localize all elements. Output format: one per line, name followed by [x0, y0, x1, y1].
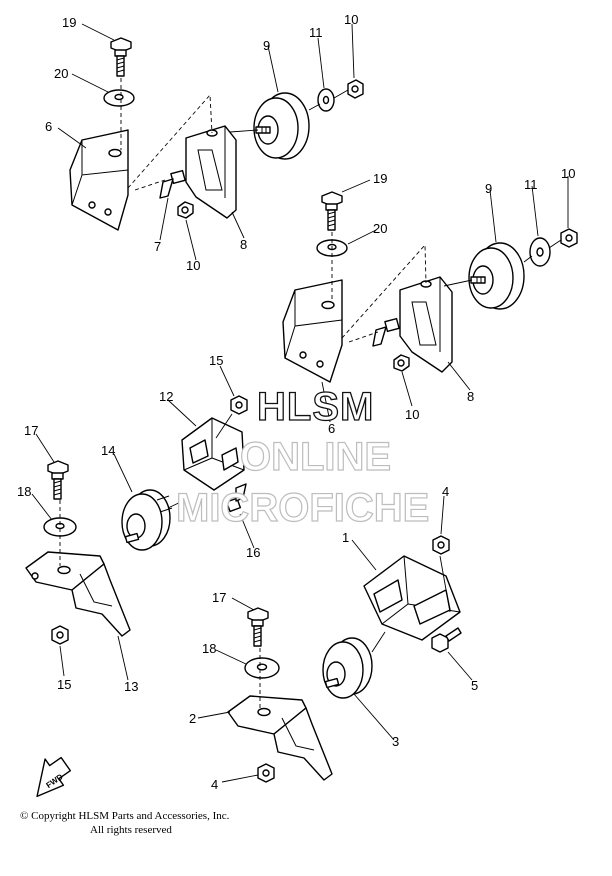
bolt-7-b	[372, 317, 400, 347]
washer-11-b	[529, 237, 551, 267]
callout-12: 12	[159, 389, 173, 404]
callout-11: 11	[524, 177, 538, 192]
nut-10-a	[177, 201, 194, 219]
callout-7: 7	[154, 239, 161, 254]
callout-15: 15	[209, 353, 223, 368]
callout-4: 4	[442, 484, 449, 499]
bolt-16-c	[225, 483, 247, 513]
copyright: © Copyright HLSM Parts and Accessories, …	[20, 810, 230, 836]
callout-10: 10	[186, 258, 200, 273]
bracket-8-a	[185, 125, 237, 219]
watermark-line-2: ONLINE	[240, 435, 391, 479]
callout-10: 10	[344, 12, 358, 27]
callout-13: 13	[124, 679, 138, 694]
callout-9: 9	[485, 181, 492, 196]
callout-17: 17	[212, 590, 226, 605]
callout-10: 10	[561, 166, 575, 181]
callout-2: 2	[189, 711, 196, 726]
washer-18-c	[43, 517, 77, 537]
washer-18-d	[244, 657, 280, 679]
copyright-line-1: © Copyright HLSM Parts and Accessories, …	[20, 810, 230, 822]
callout-20: 20	[54, 66, 68, 81]
bracket-13-c	[25, 551, 131, 637]
assembly-line-a2	[127, 93, 213, 189]
callout-19: 19	[62, 15, 76, 30]
callout-labels: 19 20 6 9 11 10 7 10 8 19 20 9 11 10 8 1…	[17, 12, 575, 792]
callout-6: 6	[328, 421, 335, 436]
nut-15-c2	[51, 625, 69, 645]
assembly-line-a3	[134, 179, 166, 191]
callout-3: 3	[392, 734, 399, 749]
callout-14: 14	[101, 443, 115, 458]
bracket-12-c	[181, 417, 245, 491]
nut-10-b2	[560, 228, 578, 248]
nut-4-d2	[257, 763, 275, 783]
nut-15-c	[230, 395, 248, 415]
callout-19: 19	[373, 171, 387, 186]
bolt-17-c	[47, 460, 69, 500]
mount-3-d	[322, 637, 373, 699]
callout-5: 5	[471, 678, 478, 693]
callout-18: 18	[17, 484, 31, 499]
bolt-5-d	[431, 627, 462, 653]
callout-9: 9	[263, 38, 270, 53]
assembly-c	[25, 395, 248, 645]
assembly-a	[69, 37, 364, 231]
callout-16: 16	[246, 545, 260, 560]
callout-6: 6	[45, 119, 52, 134]
bracket-8-b	[399, 276, 453, 373]
callout-18: 18	[202, 641, 216, 656]
callout-8: 8	[467, 389, 474, 404]
bolt-17-d	[247, 607, 269, 647]
nut-10-a2	[347, 79, 364, 99]
washer-11-a	[317, 88, 335, 112]
assembly-b	[282, 191, 578, 383]
mount-9-b	[468, 242, 525, 310]
callout-11: 11	[309, 25, 323, 40]
bracket-1-d	[363, 555, 461, 641]
washer-20-a	[103, 89, 135, 107]
bracket-2-d	[227, 695, 333, 781]
callout-4: 4	[211, 777, 218, 792]
leader-lines	[31, 23, 569, 783]
bracket-6-a	[69, 129, 129, 231]
forward-arrow-icon: FWD	[36, 756, 72, 798]
watermark: HLSM ONLINE MICROFICHE	[175, 384, 430, 530]
mount-9-a	[253, 92, 310, 160]
watermark-line-3: MICROFICHE	[176, 486, 429, 530]
copyright-line-2: All rights reserved	[90, 824, 172, 836]
callout-1: 1	[342, 530, 349, 545]
assembly-d	[227, 535, 462, 783]
callout-17: 17	[24, 423, 38, 438]
nut-4-d	[432, 535, 450, 555]
bolt-19-b	[321, 191, 343, 231]
callout-15: 15	[57, 677, 71, 692]
bracket-6-b	[282, 279, 343, 383]
nut-10-b	[393, 354, 410, 372]
callout-10: 10	[405, 407, 419, 422]
bolt-19-a	[110, 37, 132, 77]
callout-8: 8	[240, 237, 247, 252]
callout-20: 20	[373, 221, 387, 236]
mount-14-c	[121, 489, 173, 551]
bolt-7-a	[159, 169, 186, 199]
watermark-line-1: HLSM	[257, 385, 374, 429]
